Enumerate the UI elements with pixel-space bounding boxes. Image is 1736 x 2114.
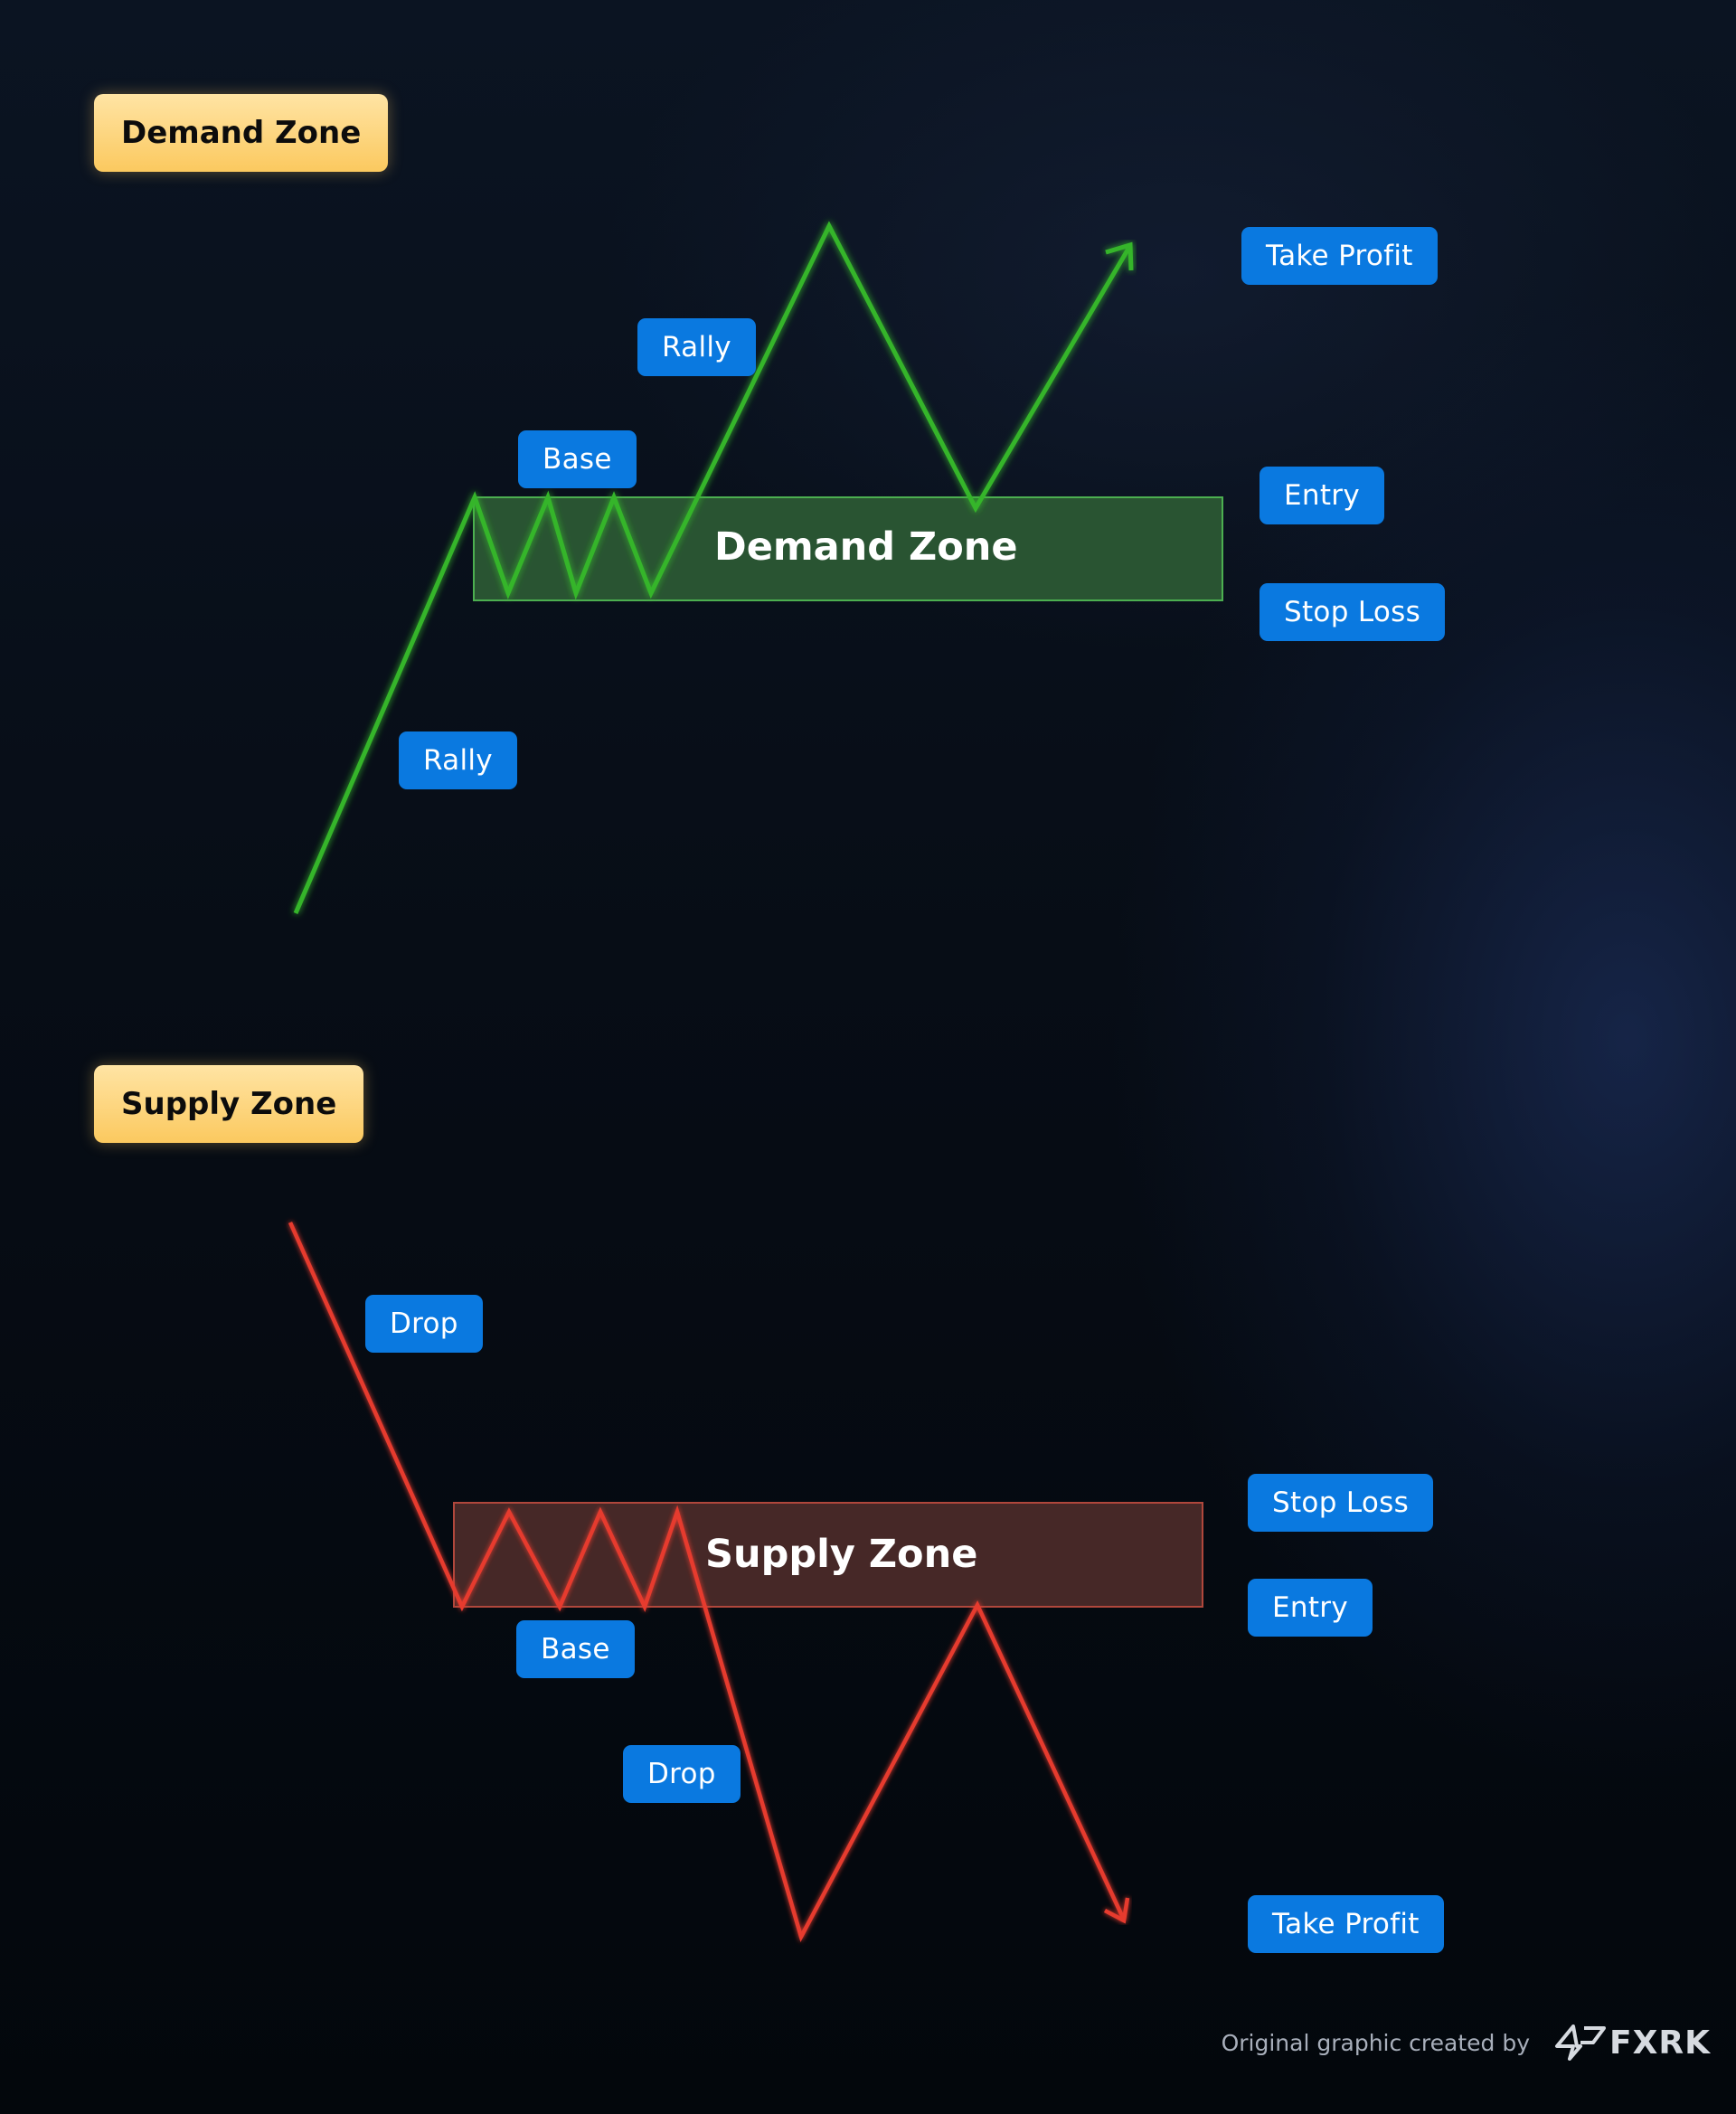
base-label-supply: Base — [516, 1620, 635, 1678]
stop-loss-label-supply: Stop Loss — [1248, 1474, 1434, 1532]
brand-logo: FXRK — [1553, 2024, 1711, 2062]
stop-loss-label-demand: Stop Loss — [1260, 583, 1446, 641]
base-label-demand: Base — [518, 430, 637, 488]
supply-arrow-head — [1103, 1897, 1130, 1924]
entry-label-supply: Entry — [1248, 1579, 1373, 1637]
footer-credit: Original graphic created by FXRK — [1222, 2022, 1711, 2063]
supply-price-path — [288, 1222, 1126, 1942]
rally-label-lower: Rally — [399, 731, 517, 789]
rally-label-upper: Rally — [637, 318, 756, 376]
demand-zone-box — [473, 496, 1223, 601]
supply-section-title: Supply Zone — [94, 1065, 364, 1143]
demand-zone-label: Demand Zone — [714, 524, 1018, 570]
drop-label-lower: Drop — [623, 1745, 741, 1803]
demand-arrow-head — [1105, 241, 1134, 271]
brand-name: FXRK — [1609, 2024, 1711, 2062]
supply-zone-label: Supply Zone — [705, 1532, 978, 1577]
credit-text: Original graphic created by — [1221, 2029, 1531, 2056]
supply-zone-box — [453, 1502, 1203, 1608]
drop-label-upper: Drop — [365, 1295, 483, 1353]
demand-price-path — [293, 221, 1131, 914]
take-profit-label-supply: Take Profit — [1248, 1895, 1444, 1953]
brand-mark-icon — [1555, 2024, 1607, 2061]
entry-label-demand: Entry — [1260, 467, 1384, 524]
take-profit-label-demand: Take Profit — [1241, 227, 1438, 285]
demand-section-title: Demand Zone — [94, 94, 389, 172]
